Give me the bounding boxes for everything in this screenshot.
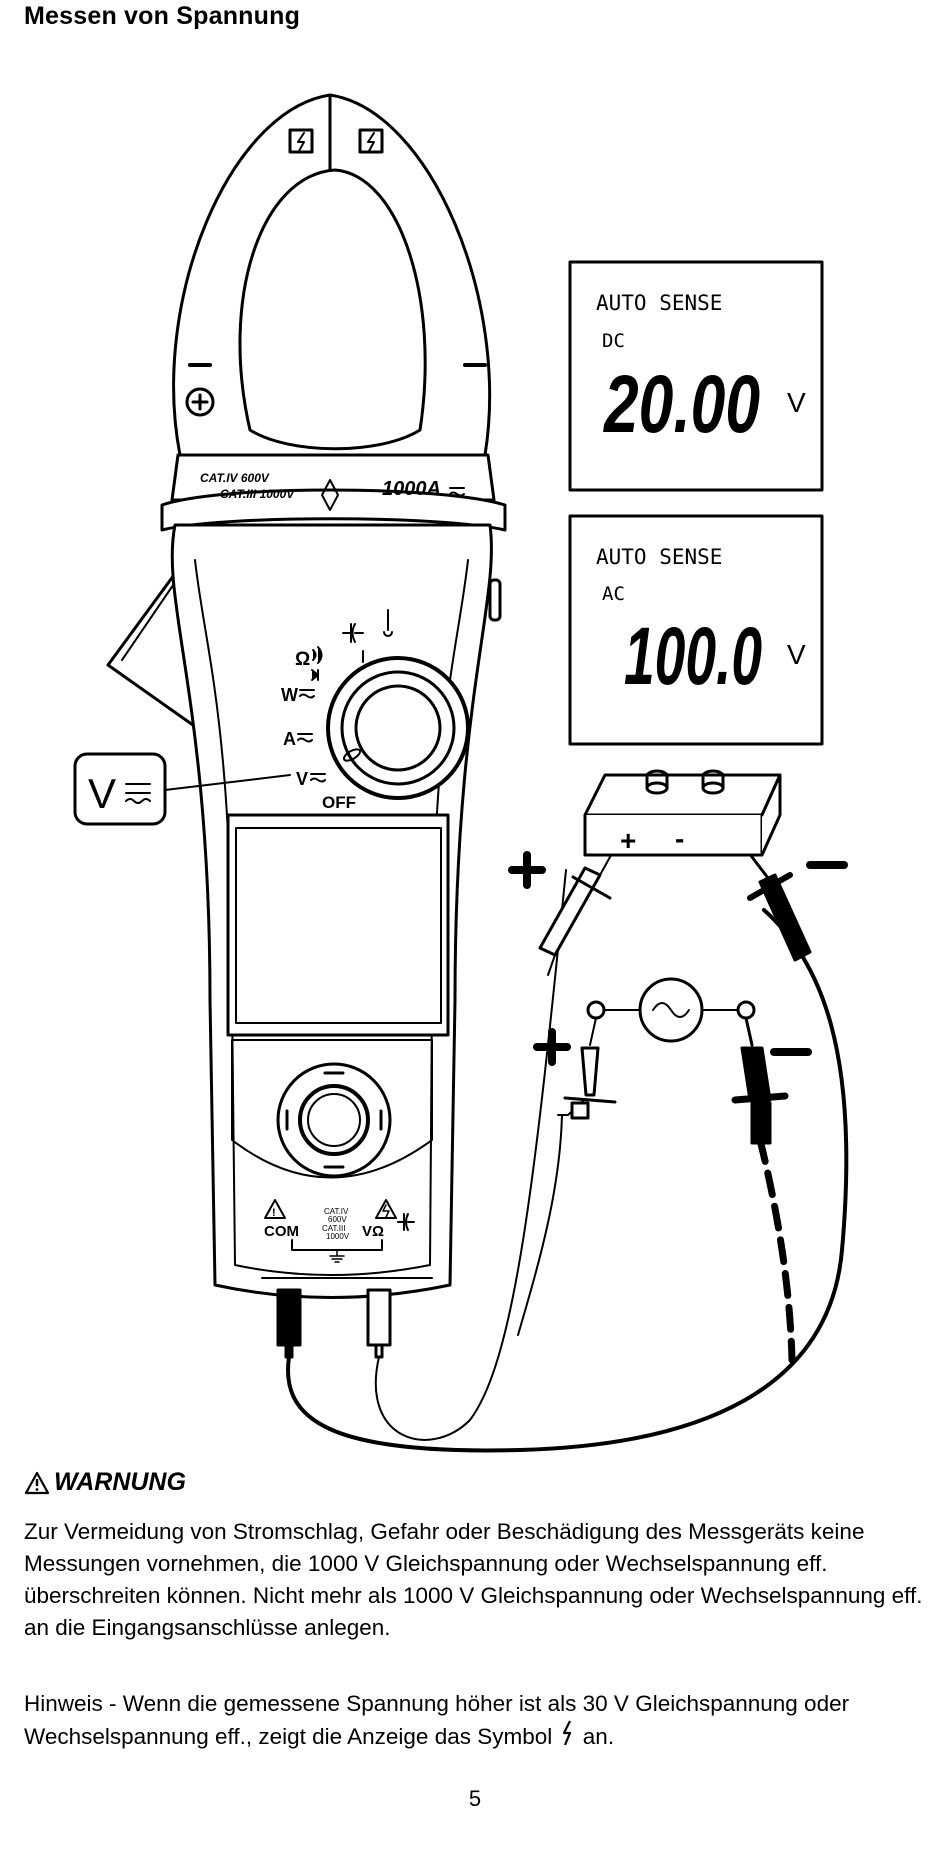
function-callout: V	[73, 752, 291, 826]
probe-plugs	[276, 1288, 392, 1359]
note-text-main: Hinweis - Wenn die gemessene Spannung hö…	[24, 1691, 850, 1749]
ac-red-lead-wire	[517, 1114, 563, 1336]
input-terminals: ! COM CAT.IV 600V CAT.III 1000V VΩ	[261, 1199, 433, 1279]
note-text-end: an.	[582, 1724, 615, 1749]
dc-plus-sign	[508, 851, 546, 889]
warning-label: WARNUNG	[54, 1468, 186, 1496]
warning-text: Zur Vermeidung von Stromschlag, Gefahr o…	[24, 1519, 923, 1640]
dial-label-resistance: Ω	[295, 649, 310, 670]
dial-label-ampere: A	[283, 729, 296, 749]
ac-source	[586, 977, 756, 1043]
dial-label-watt: W	[281, 685, 298, 705]
clamp-jaws	[172, 93, 492, 457]
ac-type-label: AC	[602, 583, 625, 605]
meter-body	[170, 523, 502, 1299]
dc-unit: V	[787, 387, 806, 418]
rotary-dial[interactable]	[326, 650, 470, 800]
dc-mode-label: AUTO SENSE	[596, 291, 722, 315]
ac-black-lead-dashed	[756, 1136, 796, 1364]
cat-text-2: 600V	[328, 1215, 347, 1224]
ac-black-probe	[731, 1016, 789, 1145]
high-voltage-icon	[562, 1720, 571, 1746]
cat-rating-2: CAT.III 1000V	[220, 487, 295, 501]
display-dc-callout: AUTO SENSE DC 20.00 V	[568, 260, 824, 492]
cat-text-3: CAT.III	[322, 1224, 345, 1233]
cat-rating-1: CAT.IV 600V	[200, 471, 270, 485]
ac-red-probe	[557, 1017, 617, 1120]
dc-black-probe	[718, 813, 812, 962]
ac-reading: 100.0	[624, 611, 762, 702]
black-lead-wire	[286, 908, 849, 1453]
dc-reading: 20.00	[602, 359, 760, 450]
ac-plus-sign	[533, 1028, 571, 1066]
note-text: Hinweis - Wenn die gemessene Spannung hö…	[24, 1688, 924, 1753]
red-lead-wire	[374, 869, 567, 1441]
display-ac-callout: AUTO SENSE AC 100.0 V	[568, 514, 824, 746]
warning-heading: WARNUNG	[24, 1468, 186, 1497]
svg-text:!: !	[272, 1207, 276, 1219]
cat-text-4: 1000V	[326, 1232, 350, 1241]
battery-plus: +	[620, 825, 636, 856]
ac-mode-label: AUTO SENSE	[596, 545, 722, 569]
ac-unit: V	[787, 639, 806, 670]
battery-minus: -	[675, 823, 684, 854]
callout-label: V	[88, 770, 116, 817]
clamp-collar: CAT.IV 600V CAT.III 1000V 1000A	[160, 453, 507, 532]
battery: + -	[583, 769, 782, 857]
terminal-com: COM	[264, 1223, 299, 1240]
current-rating: 1000A	[382, 478, 441, 500]
voltage-measurement-illustration: CAT.IV 600V CAT.III 1000V 1000A Ω	[0, 40, 950, 1460]
dc-type-label: DC	[602, 330, 625, 352]
dc-red-probe	[538, 829, 626, 976]
dial-label-off: OFF	[322, 793, 356, 812]
cat-text-1: CAT.IV	[324, 1207, 349, 1216]
warning-triangle-icon	[24, 1471, 50, 1494]
page-title: Messen von Spannung	[24, 2, 301, 30]
terminal-input: VΩ	[362, 1223, 384, 1240]
dial-label-volt: V	[296, 769, 308, 789]
page-number: 5	[468, 1786, 482, 1811]
